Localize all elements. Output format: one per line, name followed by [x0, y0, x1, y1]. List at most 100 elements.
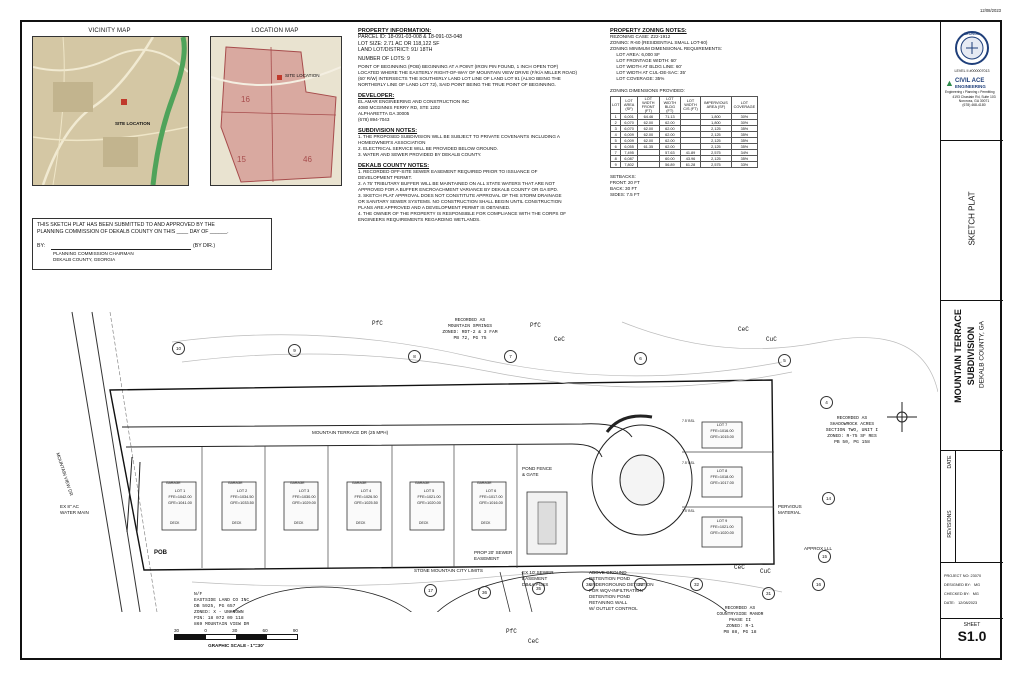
- logo-icon: ▲: [945, 78, 954, 88]
- property-info-line: LOT SIZE: 2.71 AC OR 118,122 SF: [358, 40, 440, 47]
- setback-line: SIDES: 7.5 FT: [610, 192, 640, 197]
- zoning-note: LOT COVERAGE: 35%: [610, 76, 665, 81]
- company-address: 4193 Chastain Rd, Suite 103: [952, 95, 996, 99]
- recorded-line: SECTION TWO, UNIT I: [825, 428, 879, 433]
- pond-line: & GATE: [522, 472, 539, 477]
- signature-line: [51, 249, 191, 250]
- eastside-line: N/F: [194, 592, 203, 597]
- recorded-line: PB 72, PG 75: [453, 336, 487, 341]
- recorded-line: RECORDED AS: [836, 416, 868, 421]
- table-header: LOT WIDTH BLDG (FT): [658, 96, 681, 114]
- sheet-name-cell: SKETCH PLAT: [941, 140, 1003, 301]
- developer-line: EL AMAR ENGINEERING AND CONSTRUCTION INC: [358, 99, 470, 105]
- dekalb-note: 4. THE OWNER OF THE PROPERTY IS RESPONSI…: [358, 211, 567, 217]
- scale-label: GRAPHIC SCALE - 1"=30': [208, 643, 264, 648]
- property-info-line: NORTHERLY LINE OF LAND LOT 72), SAID POI…: [358, 82, 556, 88]
- vicinity-map: SITE LOCATION: [32, 36, 189, 186]
- soil-label: CeC: [528, 638, 539, 645]
- soil-label: CuC: [766, 336, 777, 343]
- lot-name: LOT 7: [716, 423, 728, 427]
- garage-label: GARAGE: [166, 481, 181, 485]
- parcel-number: 35: [532, 582, 545, 595]
- eastside-line: DB 5925, PG 657: [194, 604, 236, 609]
- property-info-line: LOCATED WHERE THE EASTERLY RIGHT-OF-WAY …: [358, 70, 577, 76]
- detention-line: DETENTION POND: [589, 576, 631, 581]
- pond-fence-label: POND FENCE & GATE: [522, 466, 552, 478]
- bsl-label: 7.5' BSL: [682, 509, 695, 513]
- company-address: Norcross, GA 30071: [958, 99, 990, 103]
- water-main-line: WATER MAIN: [60, 510, 89, 515]
- water-main-line: EX 8" AC: [60, 504, 79, 509]
- parcel-number: 33: [634, 578, 647, 591]
- soil-label: PfC: [506, 628, 517, 635]
- pervious-line: PERVIOUS: [778, 504, 802, 509]
- sheet-number-cell: SHEET S1.0: [941, 618, 1003, 659]
- lot-ffe: FFE=1018.00: [710, 475, 734, 479]
- recorded-line: MOUNTAIN SPRINGS: [447, 324, 493, 329]
- parcel-number: 14: [822, 492, 835, 505]
- subdivision-note: 1. THE PROPOSED SUBDIVISION WILL BE SUBJ…: [358, 134, 560, 140]
- parcel-number: 10: [172, 342, 185, 355]
- dekalb-note: APPROVED FOR A BUFFER ENCROACHMENT VARIA…: [358, 187, 559, 193]
- parcel-number: 9: [288, 344, 301, 357]
- street-label: MOUNTAIN TERRACE DR (25 MPH): [312, 430, 389, 435]
- deck-label: DECK: [419, 521, 429, 525]
- dekalb-note: 3. SKETCH PLAT APPROVAL DOES NOT CONSTIT…: [358, 193, 562, 199]
- sewer-easement-label: PROP 20' SEWER EASEMENT: [474, 550, 512, 562]
- pob-label: POB: [154, 550, 168, 556]
- setbacks-heading: SETBACKS:: [610, 174, 636, 179]
- scale-bar: [174, 634, 298, 640]
- setback-line: BACK: 30 FT: [610, 186, 638, 191]
- table-cell: 9: [609, 161, 622, 168]
- soil-label: CeC: [738, 326, 749, 333]
- detention-line: DETENTION POND: [589, 594, 631, 599]
- table-cell: 2,575: [700, 161, 732, 168]
- subdivision-note: 2. ELECTRICAL SERVICE WILL BE PROVIDED B…: [358, 146, 498, 152]
- parcel-number: 6: [634, 352, 647, 365]
- recorded-line: COUNTRYSIDE MANOR: [716, 612, 764, 617]
- subdivision-notes-heading: SUBDIVISION NOTES:: [358, 128, 418, 135]
- zoning-dimensions-table: LOT LOT AREA (SF) LOT WIDTH FRONT (FT) L…: [609, 96, 759, 168]
- bsl-label: 7.5' BSL: [682, 419, 695, 423]
- lot-name: LOT 4: [360, 489, 372, 493]
- location-site-label: SITE LOCATION: [285, 73, 320, 78]
- parcel-number: 34: [582, 578, 595, 591]
- eastside-note: N/F EASTSIDE LAND CO INC DB 5925, PG 657…: [194, 592, 314, 628]
- location-map-title: LOCATION MAP: [251, 28, 299, 34]
- dekalb-note: DEVELOPMENT PERMIT.: [358, 175, 413, 181]
- lot-gfe: GFE=1020.00: [417, 501, 441, 505]
- recorded-right-note: RECORDED AS SHADOWROCK ACRES SECTION TWO…: [812, 416, 892, 446]
- pond-line: POND FENCE: [522, 466, 553, 471]
- recorded-top-note: RECORDED AS MOUNTAIN SPRINGS ZONED: RDT-…: [430, 318, 510, 342]
- property-info-block: PROPERTY INFORMATION: PARCEL ID: 18-091-…: [358, 28, 598, 223]
- table-header: IMPERVIOUS AREA (SF): [700, 96, 732, 114]
- zoning-note: LOT WIDTH AT BLDG LINE: 60': [610, 64, 682, 69]
- deck-label: DECK: [294, 521, 304, 525]
- subdivision-note: HOMEOWNER'S ASSOCIATION: [358, 140, 426, 146]
- zoning-notes-block: PROPERTY ZONING NOTES: REZONING CASE: Z2…: [609, 28, 770, 198]
- property-info-line: LAND LOT/DISTRICT: 91/ 18TH: [358, 47, 433, 54]
- soil-label: PfC: [530, 322, 541, 329]
- parcel-number: 7: [504, 350, 517, 363]
- approval-sub: DEKALB COUNTY, GEORGIA: [53, 257, 116, 262]
- parcel-number: 15: [818, 550, 831, 563]
- district-number: 15: [237, 155, 246, 164]
- lot-name: LOT 6: [485, 489, 497, 493]
- recorded-line: ZONED: RDT-2 & 3 FAM: [442, 330, 498, 335]
- deck-label: DECK: [170, 521, 180, 525]
- dekalb-note: ENGINEERS REQUIREMENTS REGARDING WETLAND…: [358, 217, 481, 223]
- project-number: PROJECT NO: 23070: [944, 574, 982, 578]
- pe-seal: [955, 31, 989, 65]
- zoning-note: ZONING: R-60 (RESIDENTIAL SMALL LOT-60): [610, 40, 708, 45]
- lot-ffe: FFE=1021.00: [417, 495, 441, 499]
- recorded-line: RECORDED AS: [724, 606, 756, 611]
